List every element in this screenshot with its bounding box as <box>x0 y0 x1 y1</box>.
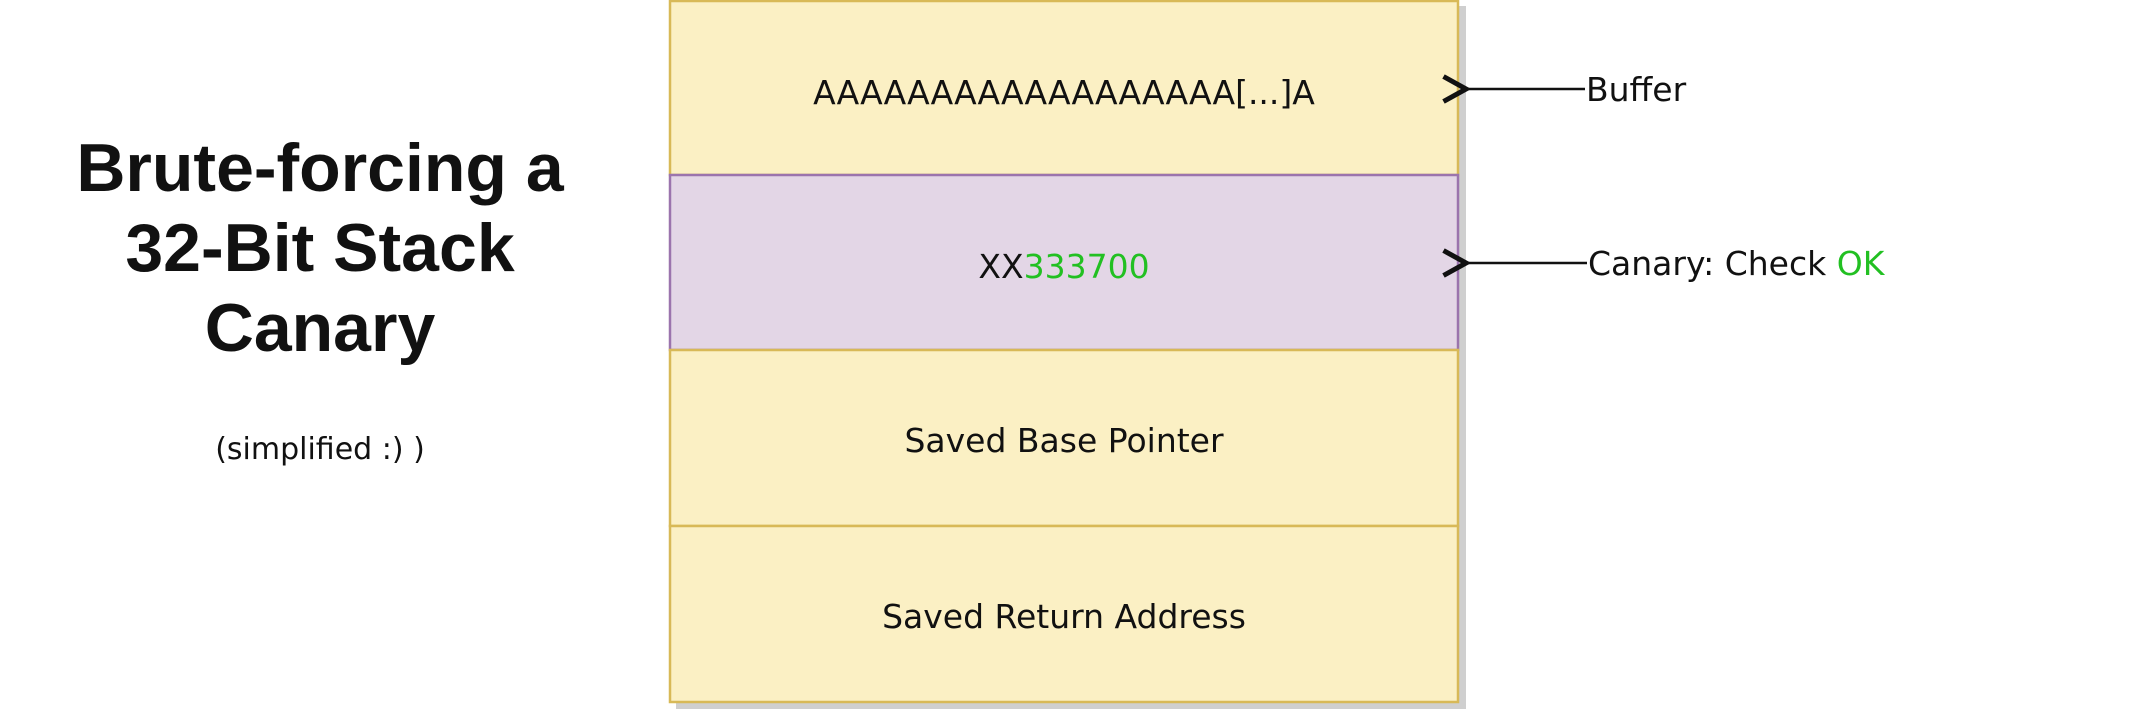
saved-return-address-rect <box>668 524 1460 704</box>
canary-annotation: Canary: Check OK <box>1588 244 1886 283</box>
canary-block-text: XX333700 <box>978 247 1149 286</box>
title-line-1: Brute-forcing a <box>76 130 564 206</box>
saved-return-address-block: Saved Return Address <box>668 524 1460 704</box>
canary-check-label: Canary: Check <box>1588 244 1837 283</box>
buffer-annotation: Buffer <box>1586 70 1687 109</box>
canary-check-status: OK <box>1837 244 1886 283</box>
canary-block: XX333700 <box>668 173 1460 352</box>
saved-return-address-text: Saved Return Address <box>882 597 1246 636</box>
buffer-block-rect <box>668 0 1460 177</box>
diagram-title: Brute-forcing a 32-Bit Stack Canary <box>0 128 640 368</box>
canary-value: 333700 <box>1024 247 1150 286</box>
title-line-2: 32-Bit Stack <box>125 210 515 286</box>
buffer-block: AAAAAAAAAAAAAAAAAA[...]A <box>668 0 1460 177</box>
saved-base-pointer-text: Saved Base Pointer <box>904 421 1224 460</box>
saved-base-pointer-rect <box>668 348 1460 528</box>
buffer-block-text: AAAAAAAAAAAAAAAAAA[...]A <box>813 73 1315 112</box>
title-line-3: Canary <box>204 290 436 366</box>
canary-prefix: XX <box>978 247 1023 286</box>
saved-base-pointer-block: Saved Base Pointer <box>668 348 1460 528</box>
diagram-subtitle: (simplified :) ) <box>215 432 425 467</box>
